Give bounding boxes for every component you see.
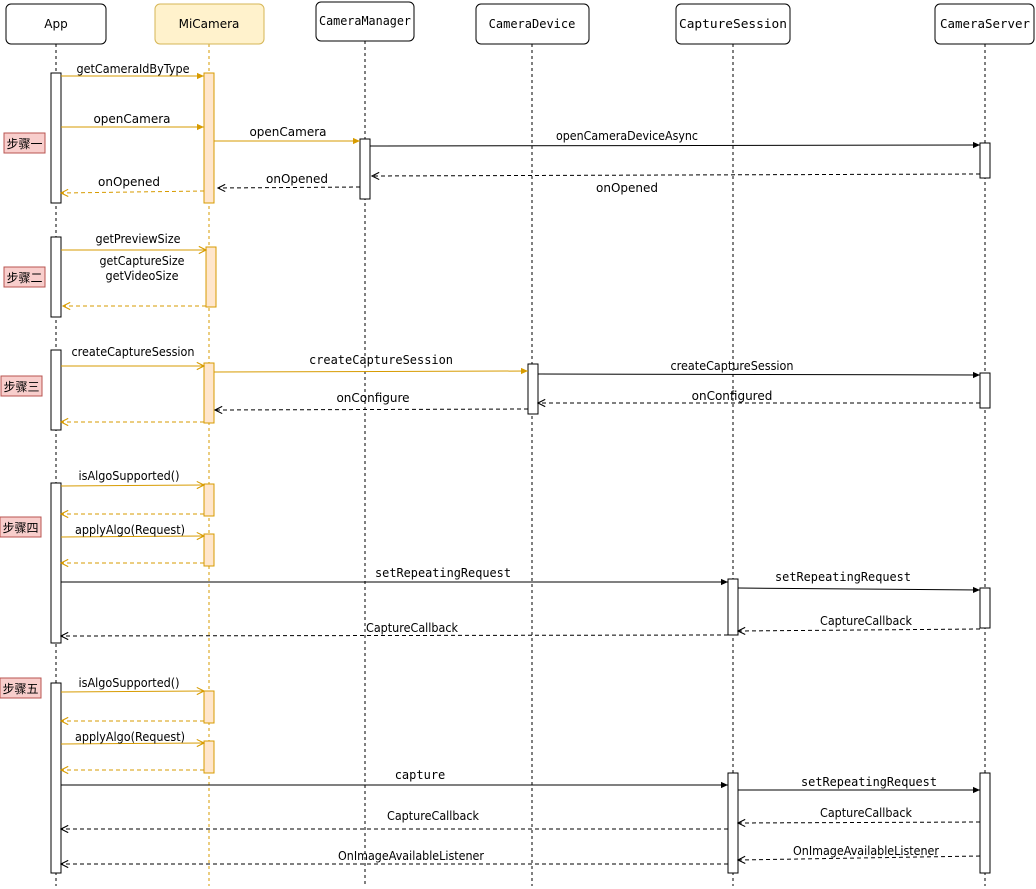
activation-app bbox=[50, 682, 62, 874]
activation-micamera bbox=[203, 483, 215, 517]
message-arrow bbox=[218, 187, 361, 188]
svg-text:步骤三: 步骤三 bbox=[3, 380, 39, 394]
messages bbox=[60, 72, 981, 864]
message-label: getCaptureSize bbox=[100, 254, 185, 268]
activations bbox=[50, 72, 991, 874]
message-labels: getCameraIdByType openCamera openCamera … bbox=[72, 62, 940, 863]
participant-cameraserver[interactable]: CameraServer bbox=[934, 3, 1035, 45]
participant-app[interactable]: App bbox=[5, 3, 107, 45]
activation-cameraserver bbox=[979, 772, 991, 874]
activation-app bbox=[50, 482, 62, 644]
message-label: getPreviewSize bbox=[96, 232, 181, 246]
message-arrow bbox=[738, 629, 981, 631]
step-label-5: 步骤五 bbox=[0, 677, 42, 699]
message-label: CaptureCallback bbox=[387, 809, 479, 823]
message-label: createCaptureSession bbox=[72, 345, 195, 359]
message-arrow bbox=[60, 536, 204, 537]
svg-text:步骤五: 步骤五 bbox=[2, 682, 38, 696]
step-label-3: 步骤三 bbox=[0, 375, 43, 397]
participant-cameramanager[interactable]: CameraManager bbox=[315, 1, 415, 42]
participant-label: App bbox=[44, 17, 67, 31]
message-label: getCameraIdByType bbox=[77, 62, 190, 76]
message-arrow bbox=[737, 586, 981, 594]
message-label: onConfigure bbox=[336, 391, 409, 405]
message-label: applyAlgo(Request) bbox=[75, 730, 185, 744]
message-label: setRepeatingRequest bbox=[801, 775, 937, 789]
participant-label: CameraServer bbox=[940, 17, 1030, 31]
message-label: isAlgoSupported() bbox=[79, 469, 180, 483]
participant-headers: App MiCamera CameraManager CameraDevice … bbox=[5, 1, 1035, 45]
activation-cameramanager bbox=[359, 138, 371, 200]
activation-micamera bbox=[203, 72, 215, 204]
activation-app bbox=[50, 236, 62, 318]
message-label: onOpened bbox=[98, 175, 160, 189]
message-arrow bbox=[61, 635, 729, 636]
lifelines bbox=[55, 41, 986, 886]
activation-cameraserver bbox=[979, 142, 991, 179]
activation-capturesession bbox=[727, 578, 739, 636]
activation-micamera bbox=[203, 690, 215, 724]
participant-label: MiCamera bbox=[179, 17, 240, 31]
message-arrow bbox=[738, 822, 981, 823]
message-label: openCamera bbox=[249, 125, 326, 139]
message-label: openCamera bbox=[93, 112, 170, 126]
message-arrow bbox=[738, 855, 981, 860]
message-label: CaptureCallback bbox=[366, 621, 458, 635]
message-arrow bbox=[60, 691, 204, 692]
activation-cameraserver bbox=[979, 372, 991, 409]
participant-label: CameraDevice bbox=[489, 17, 576, 31]
activation-micamera bbox=[203, 533, 215, 567]
activation-app bbox=[50, 72, 62, 204]
message-label: setRepeatingRequest bbox=[375, 566, 511, 580]
message-label: onConfigured bbox=[692, 389, 773, 403]
activation-micamera bbox=[203, 362, 215, 424]
message-label: capture bbox=[395, 768, 446, 782]
message-label: OnImageAvailableListener bbox=[338, 849, 484, 863]
participant-label: CameraManager bbox=[319, 14, 411, 28]
message-arrow bbox=[215, 409, 529, 410]
message-label: createCaptureSession bbox=[671, 359, 794, 373]
message-arrow bbox=[60, 743, 204, 744]
message-label: getVideoSize bbox=[106, 269, 179, 283]
step-label-1: 步骤一 bbox=[3, 132, 46, 154]
message-label: applyAlgo(Request) bbox=[75, 523, 185, 537]
svg-text:步骤四: 步骤四 bbox=[2, 521, 38, 535]
message-label: createCaptureSession bbox=[309, 353, 453, 367]
message-arrow bbox=[369, 141, 981, 149]
activation-capturesession bbox=[727, 772, 739, 874]
activation-micamera bbox=[203, 740, 215, 774]
step-label-4: 步骤四 bbox=[0, 516, 42, 538]
message-label: onOpened bbox=[266, 172, 328, 186]
activation-cameradevice bbox=[527, 363, 539, 415]
message-label: OnImageAvailableListener bbox=[793, 844, 939, 858]
step-labels: 步骤一 步骤二 步骤三 步骤四 步骤五 bbox=[0, 132, 46, 699]
message-label: CaptureCallback bbox=[820, 614, 912, 628]
participant-label: CaptureSession bbox=[679, 17, 787, 31]
message-arrow bbox=[537, 371, 981, 379]
message-label: isAlgoSupported() bbox=[79, 676, 180, 690]
message-label: CaptureCallback bbox=[820, 806, 912, 820]
message-label: setRepeatingRequest bbox=[775, 570, 911, 584]
participant-capturesession[interactable]: CaptureSession bbox=[675, 3, 791, 45]
activation-app bbox=[50, 349, 62, 431]
message-label: onOpened bbox=[596, 181, 658, 195]
svg-text:步骤一: 步骤一 bbox=[6, 137, 42, 151]
message-arrow bbox=[60, 485, 204, 486]
activation-micamera bbox=[205, 246, 217, 308]
participant-cameradevice[interactable]: CameraDevice bbox=[475, 3, 590, 45]
message-arrow bbox=[61, 191, 205, 193]
step-label-2: 步骤二 bbox=[3, 266, 46, 288]
message-label: openCameraDeviceAsync bbox=[556, 129, 698, 143]
participant-micamera[interactable]: MiCamera bbox=[154, 3, 265, 45]
message-arrow bbox=[372, 174, 981, 176]
message-arrow bbox=[213, 367, 529, 375]
svg-text:步骤二: 步骤二 bbox=[6, 271, 42, 285]
activation-cameraserver bbox=[979, 587, 991, 629]
